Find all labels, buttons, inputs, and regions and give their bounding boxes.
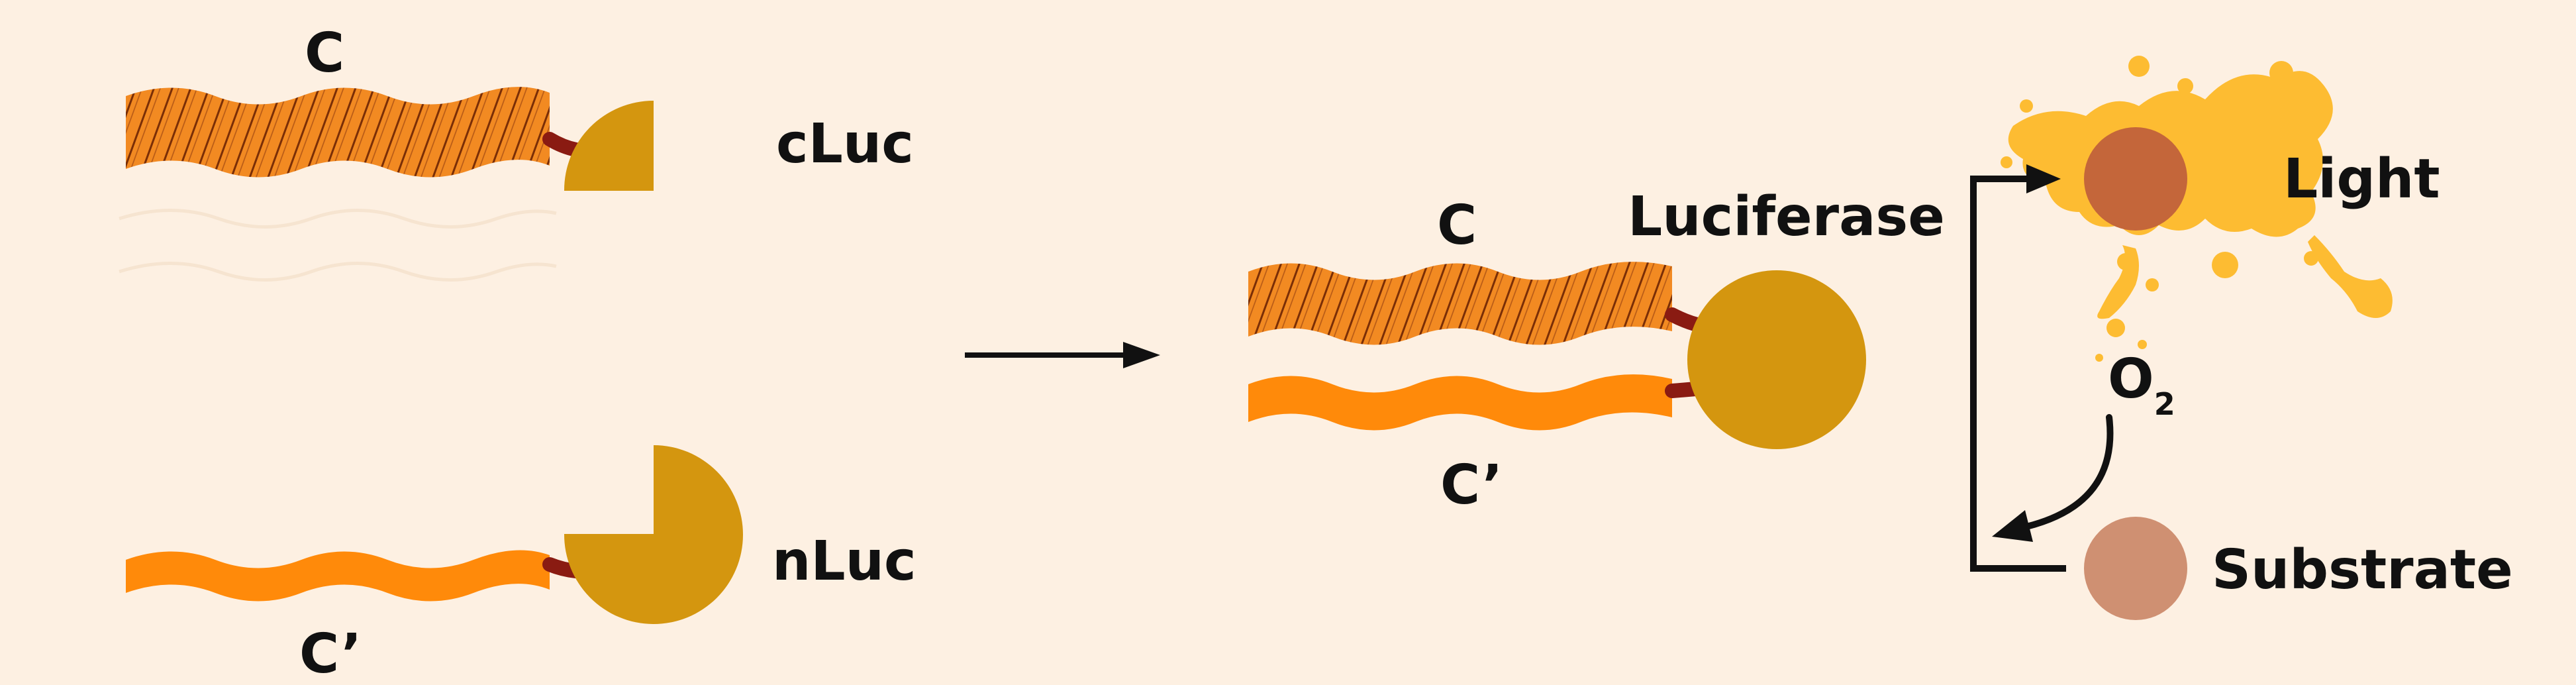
cluc-linker <box>542 132 583 157</box>
label-c-mid: C <box>1437 194 1477 257</box>
reaction-arrow <box>965 342 1160 368</box>
label-substrate: Substrate <box>2212 539 2513 602</box>
label-o2: O2 <box>2108 348 2175 422</box>
cluc-fragment <box>564 101 654 191</box>
label-nluc: nLuc <box>772 530 916 593</box>
reconstituted-complex <box>1248 262 1866 449</box>
cluc-fusion <box>126 87 654 191</box>
label-luciferase: Luciferase <box>1628 185 1945 248</box>
c-prime-protein-plain-wave <box>126 550 550 602</box>
substrate-molecule <box>2084 517 2187 620</box>
c-prime-protein-plain-wave-mid <box>1248 374 1672 431</box>
label-c-prime-bottom: C’ <box>299 623 362 685</box>
faint-wave-ghost-2 <box>119 262 557 282</box>
label-cluc: cLuc <box>776 113 914 176</box>
cycle-arrow <box>1970 164 2066 572</box>
nluc-fusion <box>126 445 743 624</box>
nluc-fragment <box>564 445 743 624</box>
c-protein-striped-wave <box>126 87 550 178</box>
o2-curved-arrow <box>1992 414 2114 542</box>
active-substrate-light-emitter <box>2084 127 2187 231</box>
luciferase-enzyme <box>1687 270 1866 449</box>
label-c-prime-mid: C’ <box>1440 454 1503 517</box>
label-o2-subscript: 2 <box>2154 386 2175 422</box>
c-protein-striped-wave-mid <box>1248 262 1672 345</box>
label-light: Light <box>2283 148 2440 211</box>
label-c-top: C <box>305 22 344 85</box>
faint-wave-ghost <box>119 209 557 229</box>
